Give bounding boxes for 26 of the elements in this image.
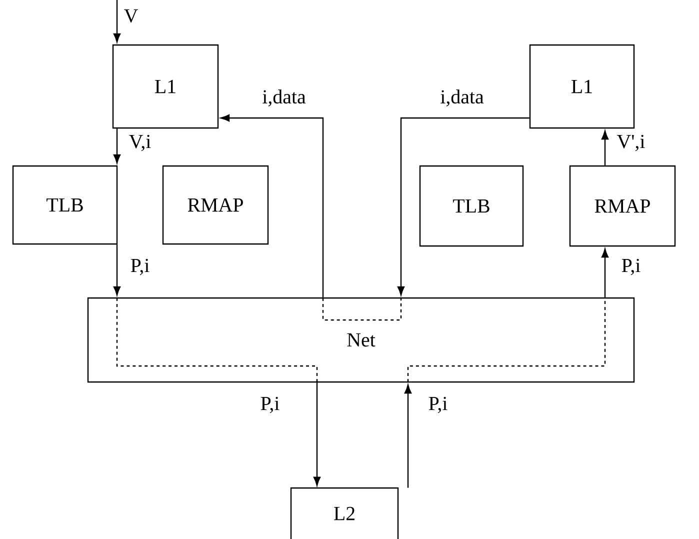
edge-label: V [122,8,140,24]
arrow [404,384,412,488]
edge-label: V',i [616,134,646,152]
edge-label: P,i [620,258,642,276]
arrow [397,117,530,296]
network-box: Net [87,297,635,383]
edge-label: P,i [129,258,151,276]
rmap-box: RMAP [162,165,269,245]
cache-box: L1 [112,44,219,129]
arrow [601,248,609,298]
tlb-box: TLB [12,165,118,245]
rmap-box: RMAP [569,165,676,247]
arrow [601,130,609,166]
edge-label: P,i [427,396,449,414]
cache-box: L2 [290,487,399,539]
edge-label: i,data [261,88,307,108]
arrow [113,0,121,42]
arrow [113,128,121,164]
edge-label: V,i [128,134,152,152]
arrow [313,382,321,486]
edge-label: P,i [259,396,281,414]
edge-label: i,data [439,88,485,108]
tlb-box: TLB [419,165,524,247]
arrow [220,114,324,298]
cache-box: L1 [529,44,635,129]
arrow [113,244,121,296]
